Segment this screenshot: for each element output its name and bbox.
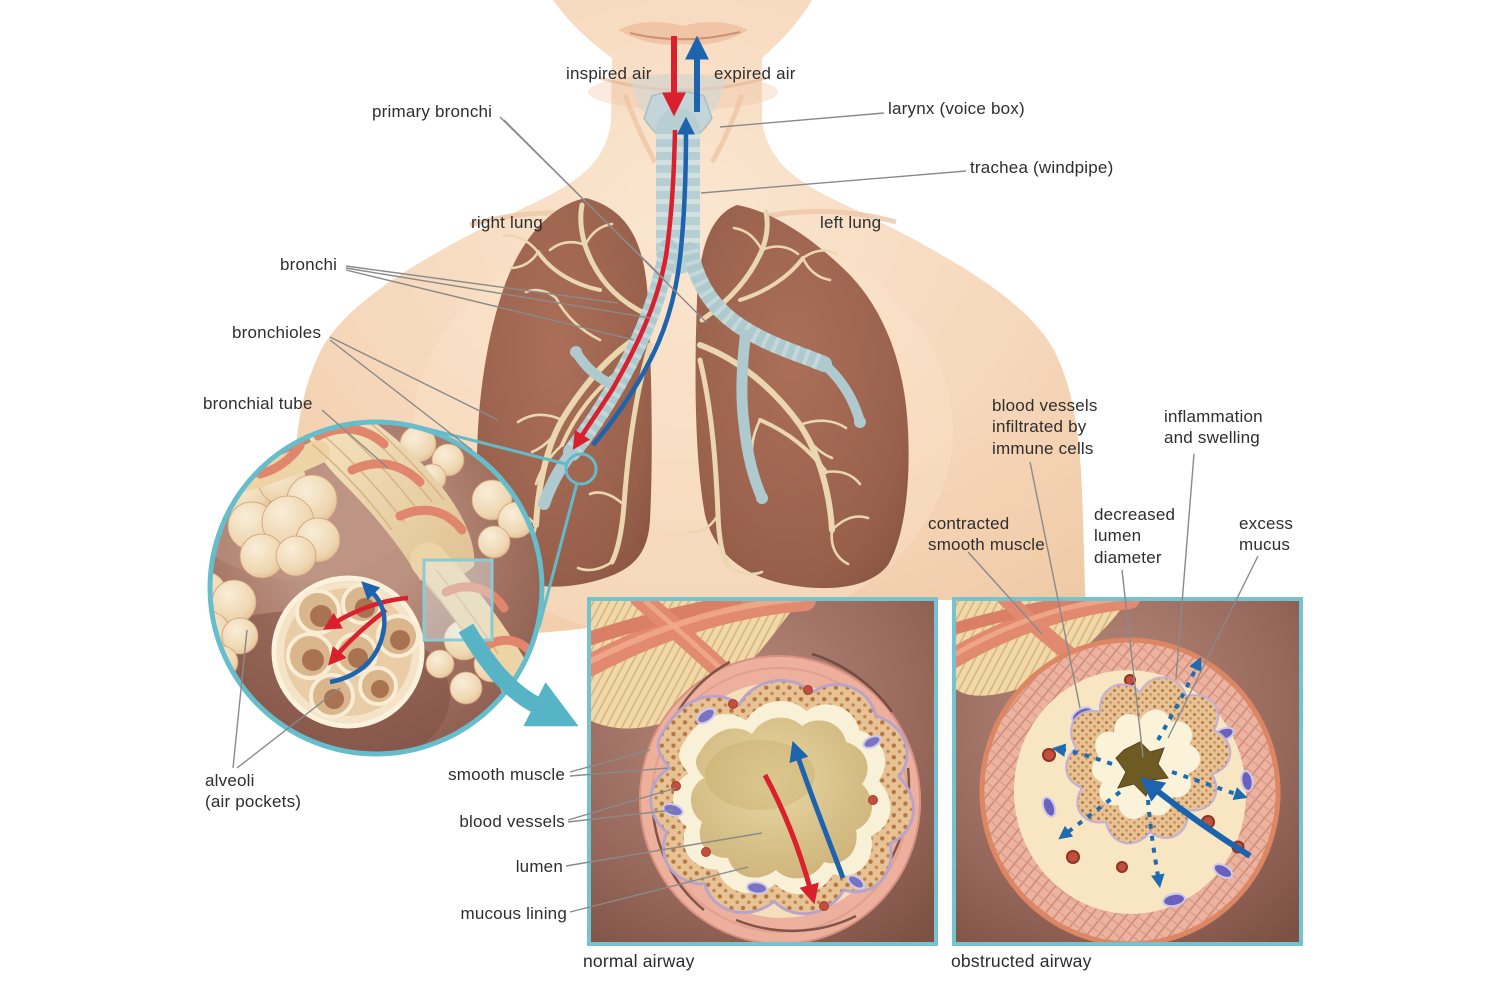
label-alveoli: alveoli (air pockets) <box>205 771 302 812</box>
constriction-arrows <box>1051 656 1248 889</box>
label-lumen: lumen <box>515 857 563 876</box>
label-bronchi: bronchi <box>280 255 338 274</box>
label-smooth-muscle: smooth muscle <box>448 765 565 784</box>
label-inspired-air: inspired air <box>566 64 652 83</box>
lungs <box>476 198 909 589</box>
zoom-callout <box>419 425 598 628</box>
zoom-source-circle <box>564 452 598 486</box>
label-expired-air: expired air <box>714 64 796 83</box>
panel-obstructed-border <box>952 597 1303 946</box>
label-mucous-lining: mucous lining <box>460 904 567 923</box>
alveolar-sac-cutaway <box>271 575 425 729</box>
label-decreased-lumen-diameter: decreased lumen diameter <box>1094 505 1176 567</box>
bronchial-tube-inset <box>207 419 579 757</box>
label-left-lung: left lung <box>820 213 882 232</box>
label-blood-vessels: blood vessels <box>459 812 565 831</box>
panel-normal-airway <box>587 597 938 946</box>
label-bronchial-tube: bronchial tube <box>203 394 313 413</box>
panel-obstructed-airway <box>952 597 1303 946</box>
left-lung-shape <box>695 205 909 589</box>
label-primary-bronchi: primary bronchi <box>372 102 493 121</box>
zoom-target-square <box>422 558 494 642</box>
label-right-lung: right lung <box>471 213 543 232</box>
label-bronchioles: bronchioles <box>232 323 322 342</box>
leader-lines <box>232 112 1259 913</box>
label-blood-vessels-infiltrated: blood vessels infiltrated by immune cell… <box>992 396 1098 458</box>
bronchial-tree-left <box>688 209 870 576</box>
label-larynx: larynx (voice box) <box>888 99 1025 118</box>
caption-normal-airway: normal airway <box>583 951 695 971</box>
right-lung-shape <box>476 198 652 587</box>
magnify-arrow <box>458 623 579 727</box>
panel-normal-border <box>587 597 938 946</box>
label-contracted-smooth-muscle: contracted smooth muscle <box>928 514 1045 555</box>
panel1-blood-vessels <box>662 685 882 911</box>
caption-obstructed-airway: obstructed airway <box>951 951 1092 971</box>
label-inflammation-swelling: inflammation and swelling <box>1164 407 1263 448</box>
airflow-arrows <box>572 35 709 450</box>
label-excess-mucus: excess mucus <box>1239 514 1294 555</box>
label-trachea: trachea (windpipe) <box>970 158 1114 177</box>
